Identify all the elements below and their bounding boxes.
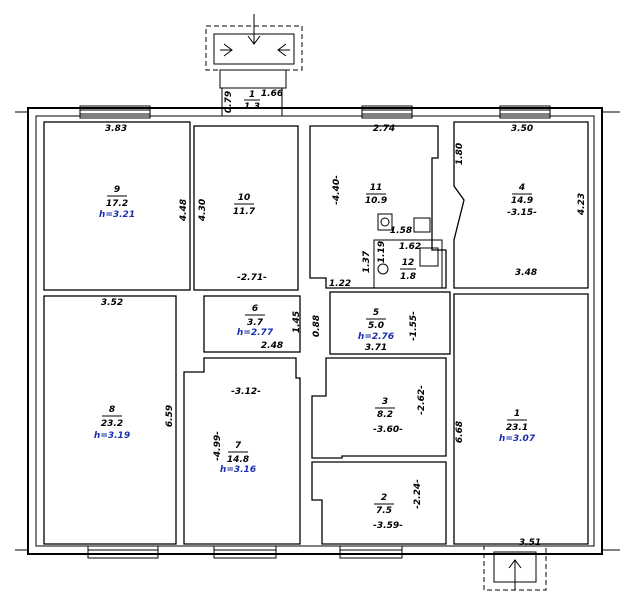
room-1-area: 23.1 [506,423,528,433]
dim-label: 6.68 [455,421,465,443]
room-10-number: 10 [238,193,251,203]
dim-label: -2.62- [417,385,427,415]
dim-label: 3.50 [511,124,533,134]
dim-label: -4.99- [213,431,223,461]
room-12-area: 1.8 [400,272,416,282]
dim-label: 3.83 [105,124,127,134]
dim-label: 1.19 [377,241,387,263]
dim-label: 3.51 [519,538,541,548]
room-10-area: 11.7 [233,207,256,217]
room-7-number: 7 [235,441,242,451]
room-12-number: 12 [402,258,415,268]
dim-label: -3.12- [231,387,261,397]
dim-label: 2.74 [373,124,395,134]
room-7-area: 14.8 [227,455,249,465]
dim-label: 4.48 [179,199,189,222]
room-8-area: 23.2 [101,419,123,429]
dim-label: 4.30 [198,199,208,222]
room-4-number: 4 [518,183,525,193]
room-4-area: 14.9 [511,196,533,206]
dim-label: -2.24- [413,479,423,509]
windows [79,105,551,559]
room-4-height: -3.15- [507,208,537,218]
entrance-bottom [483,545,547,591]
dim-label: 0.88 [312,315,322,337]
room-3-area: 8.2 [377,410,393,420]
dim-label: 1.58 [390,226,412,236]
room-1-number: 1 [514,409,520,419]
room-9-area: 17.2 [106,199,128,209]
room-7-height: h=3.16 [220,465,256,475]
dim-label: -3.59- [373,521,403,531]
room-2-area: 7.5 [376,506,392,516]
room-5-height: h=2.76 [358,332,394,342]
room-1-height: h=3.07 [499,434,536,444]
entrance-number: 1 [249,90,255,100]
room-walls [43,121,589,545]
dim-label: 3.71 [365,343,387,353]
room-9-number: 9 [114,185,120,195]
dim-label: 3.52 [101,298,123,308]
room-3-number: 3 [382,397,388,407]
room-11-area: 10.9 [365,196,387,206]
dim-label: 6.59 [165,405,175,427]
dim-label: 1.80 [455,143,465,165]
room-labels: 9 17.2 h=3.21 10 11.7 11 10.9 12 1.8 4 1… [94,90,537,516]
dim-label: 3.48 [515,268,537,278]
dim-label: -3.60- [373,425,403,435]
room-9-height: h=3.21 [99,210,135,220]
room-8-number: 8 [109,405,115,415]
dim-label: 4.23 [577,193,587,216]
dim-label: 0.79 [224,91,234,113]
exterior-walls [15,107,620,555]
dim-label: 1.37 [362,250,372,273]
dim-label: -4.40- [332,175,342,205]
entrance-vestibule [205,14,303,117]
room-11-number: 11 [370,183,383,193]
dimension-labels: 3.83 4.48 4.30 -2.71- 2.74 -4.40- 1.58 1… [101,89,587,548]
dim-label: 1.45 [292,311,302,333]
room-8-height: h=3.19 [94,431,130,441]
dim-label: -1.55- [409,311,419,341]
dim-label: 1.22 [329,279,351,289]
room-5-area: 5.0 [368,321,384,331]
room-5-number: 5 [373,308,379,318]
room-6-height: h=2.77 [237,328,274,338]
dim-label: -2.71- [237,273,267,283]
room-6-number: 6 [252,304,258,314]
dim-label: 2.48 [261,341,283,351]
entrance-area: 1.3 [244,102,260,112]
room-6-area: 3.7 [247,318,264,328]
dim-label: 1.66 [261,89,283,99]
room-2-number: 2 [381,493,387,503]
dim-label: 1.62 [399,242,421,252]
